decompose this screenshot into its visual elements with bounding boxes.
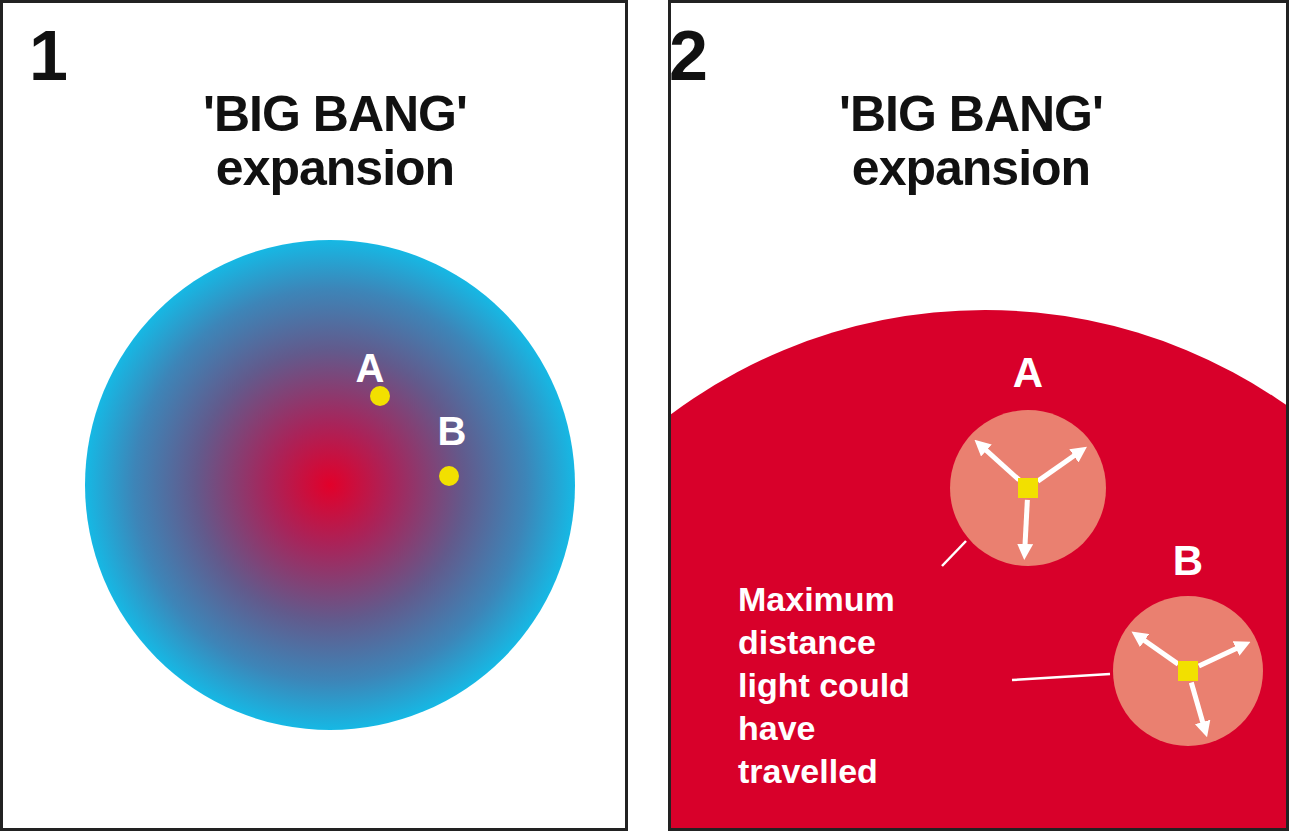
panel-title: 'BIG BANG' expansion [115, 87, 555, 195]
point-label: B [1113, 538, 1263, 584]
leader-line [942, 541, 966, 566]
panel-number: 2 [669, 17, 1284, 95]
circle-shape [1113, 596, 1263, 746]
light-ray-arrow [1038, 451, 1081, 481]
point-label: A [950, 350, 1106, 396]
panel-frame: 1'BIG BANG' expansion [0, 0, 628, 831]
light-ray-arrow [980, 445, 1019, 480]
circle-shape [950, 410, 1106, 566]
panel-title: 'BIG BANG' expansion [751, 87, 1191, 195]
horizon-disc [950, 410, 1106, 566]
light-ray-arrow [1199, 645, 1243, 666]
point-dot [439, 466, 459, 486]
expanding-universe [85, 240, 575, 730]
point-label: B [427, 409, 477, 453]
light-horizon-circle: B [1113, 596, 1263, 746]
expanded-universe [671, 310, 1286, 828]
point-square [1178, 661, 1198, 681]
light-ray-arrow [1138, 636, 1178, 664]
light-ray-arrow [1191, 683, 1205, 730]
light-horizon-circle: A [950, 410, 1106, 566]
point-label: A [345, 346, 395, 390]
leader-line [1012, 674, 1110, 680]
point-square [1018, 478, 1038, 498]
panel-frame: 2'BIG BANG' expansionAB [668, 0, 1289, 831]
light-ray-arrow [1025, 500, 1028, 552]
panel-number: 1 [29, 17, 651, 95]
horizon-disc [1113, 596, 1263, 746]
callout-note: Maximum distance light could have travel… [738, 578, 953, 793]
